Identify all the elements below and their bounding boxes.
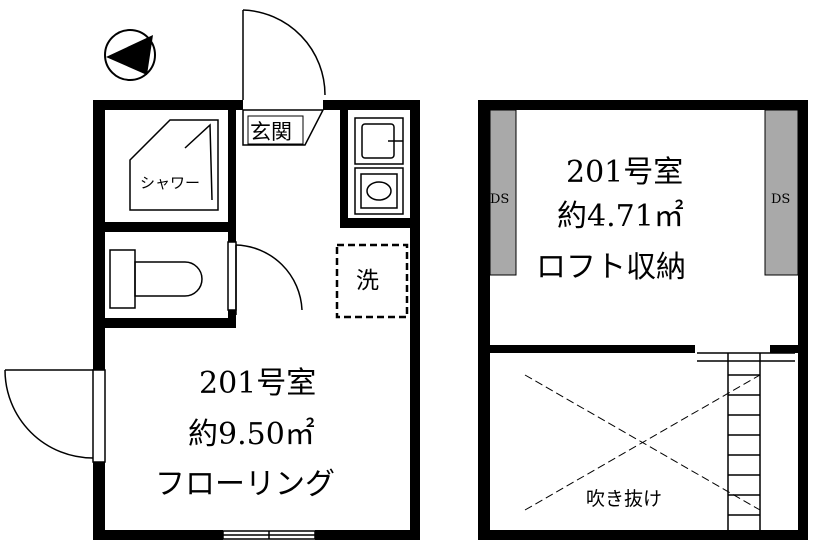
main-room-area: 約9.50㎡ bbox=[188, 417, 315, 452]
window-bottom bbox=[222, 530, 316, 540]
void-label-bg bbox=[580, 483, 692, 511]
interior-walls bbox=[105, 110, 410, 328]
void-label: 吹き抜け bbox=[586, 488, 662, 510]
door-left bbox=[4, 369, 106, 463]
loft-walls bbox=[478, 100, 808, 540]
shower-label: シャワー bbox=[140, 174, 200, 192]
ladder-icon bbox=[697, 352, 795, 530]
washing-machine-space: 洗 bbox=[335, 243, 409, 319]
main-room-number: 201号室 bbox=[199, 366, 316, 401]
duct-left: DS bbox=[489, 109, 517, 276]
kitchen-sink-icon bbox=[354, 117, 404, 165]
north-arrow-icon bbox=[104, 29, 156, 81]
duct-right-label: DS bbox=[771, 192, 790, 207]
door-toilet bbox=[227, 241, 303, 315]
duct-left-label: DS bbox=[490, 192, 509, 207]
entrance-area: 玄関 bbox=[242, 109, 325, 146]
loft-use: ロフト収納 bbox=[536, 250, 686, 285]
toilet-icon bbox=[109, 249, 203, 309]
washer-label: 洗 bbox=[356, 268, 379, 294]
void-cross bbox=[524, 374, 761, 511]
duct-right: DS bbox=[764, 109, 799, 276]
loft-area: 約4.71㎡ bbox=[557, 199, 684, 234]
door-top bbox=[242, 9, 326, 100]
exterior-walls bbox=[93, 100, 420, 540]
shower-unit: シャワー bbox=[129, 119, 219, 211]
entrance-label: 玄関 bbox=[250, 120, 292, 144]
loft-room-number: 201号室 bbox=[566, 155, 683, 190]
main-room-flooring: フローリング bbox=[155, 467, 335, 502]
main-floor-plan: 玄関 シャワー bbox=[4, 9, 420, 540]
stove-icon bbox=[354, 167, 404, 215]
loft-plan: DS DS 201号室 約4.71㎡ ロフト収納 bbox=[478, 100, 808, 540]
